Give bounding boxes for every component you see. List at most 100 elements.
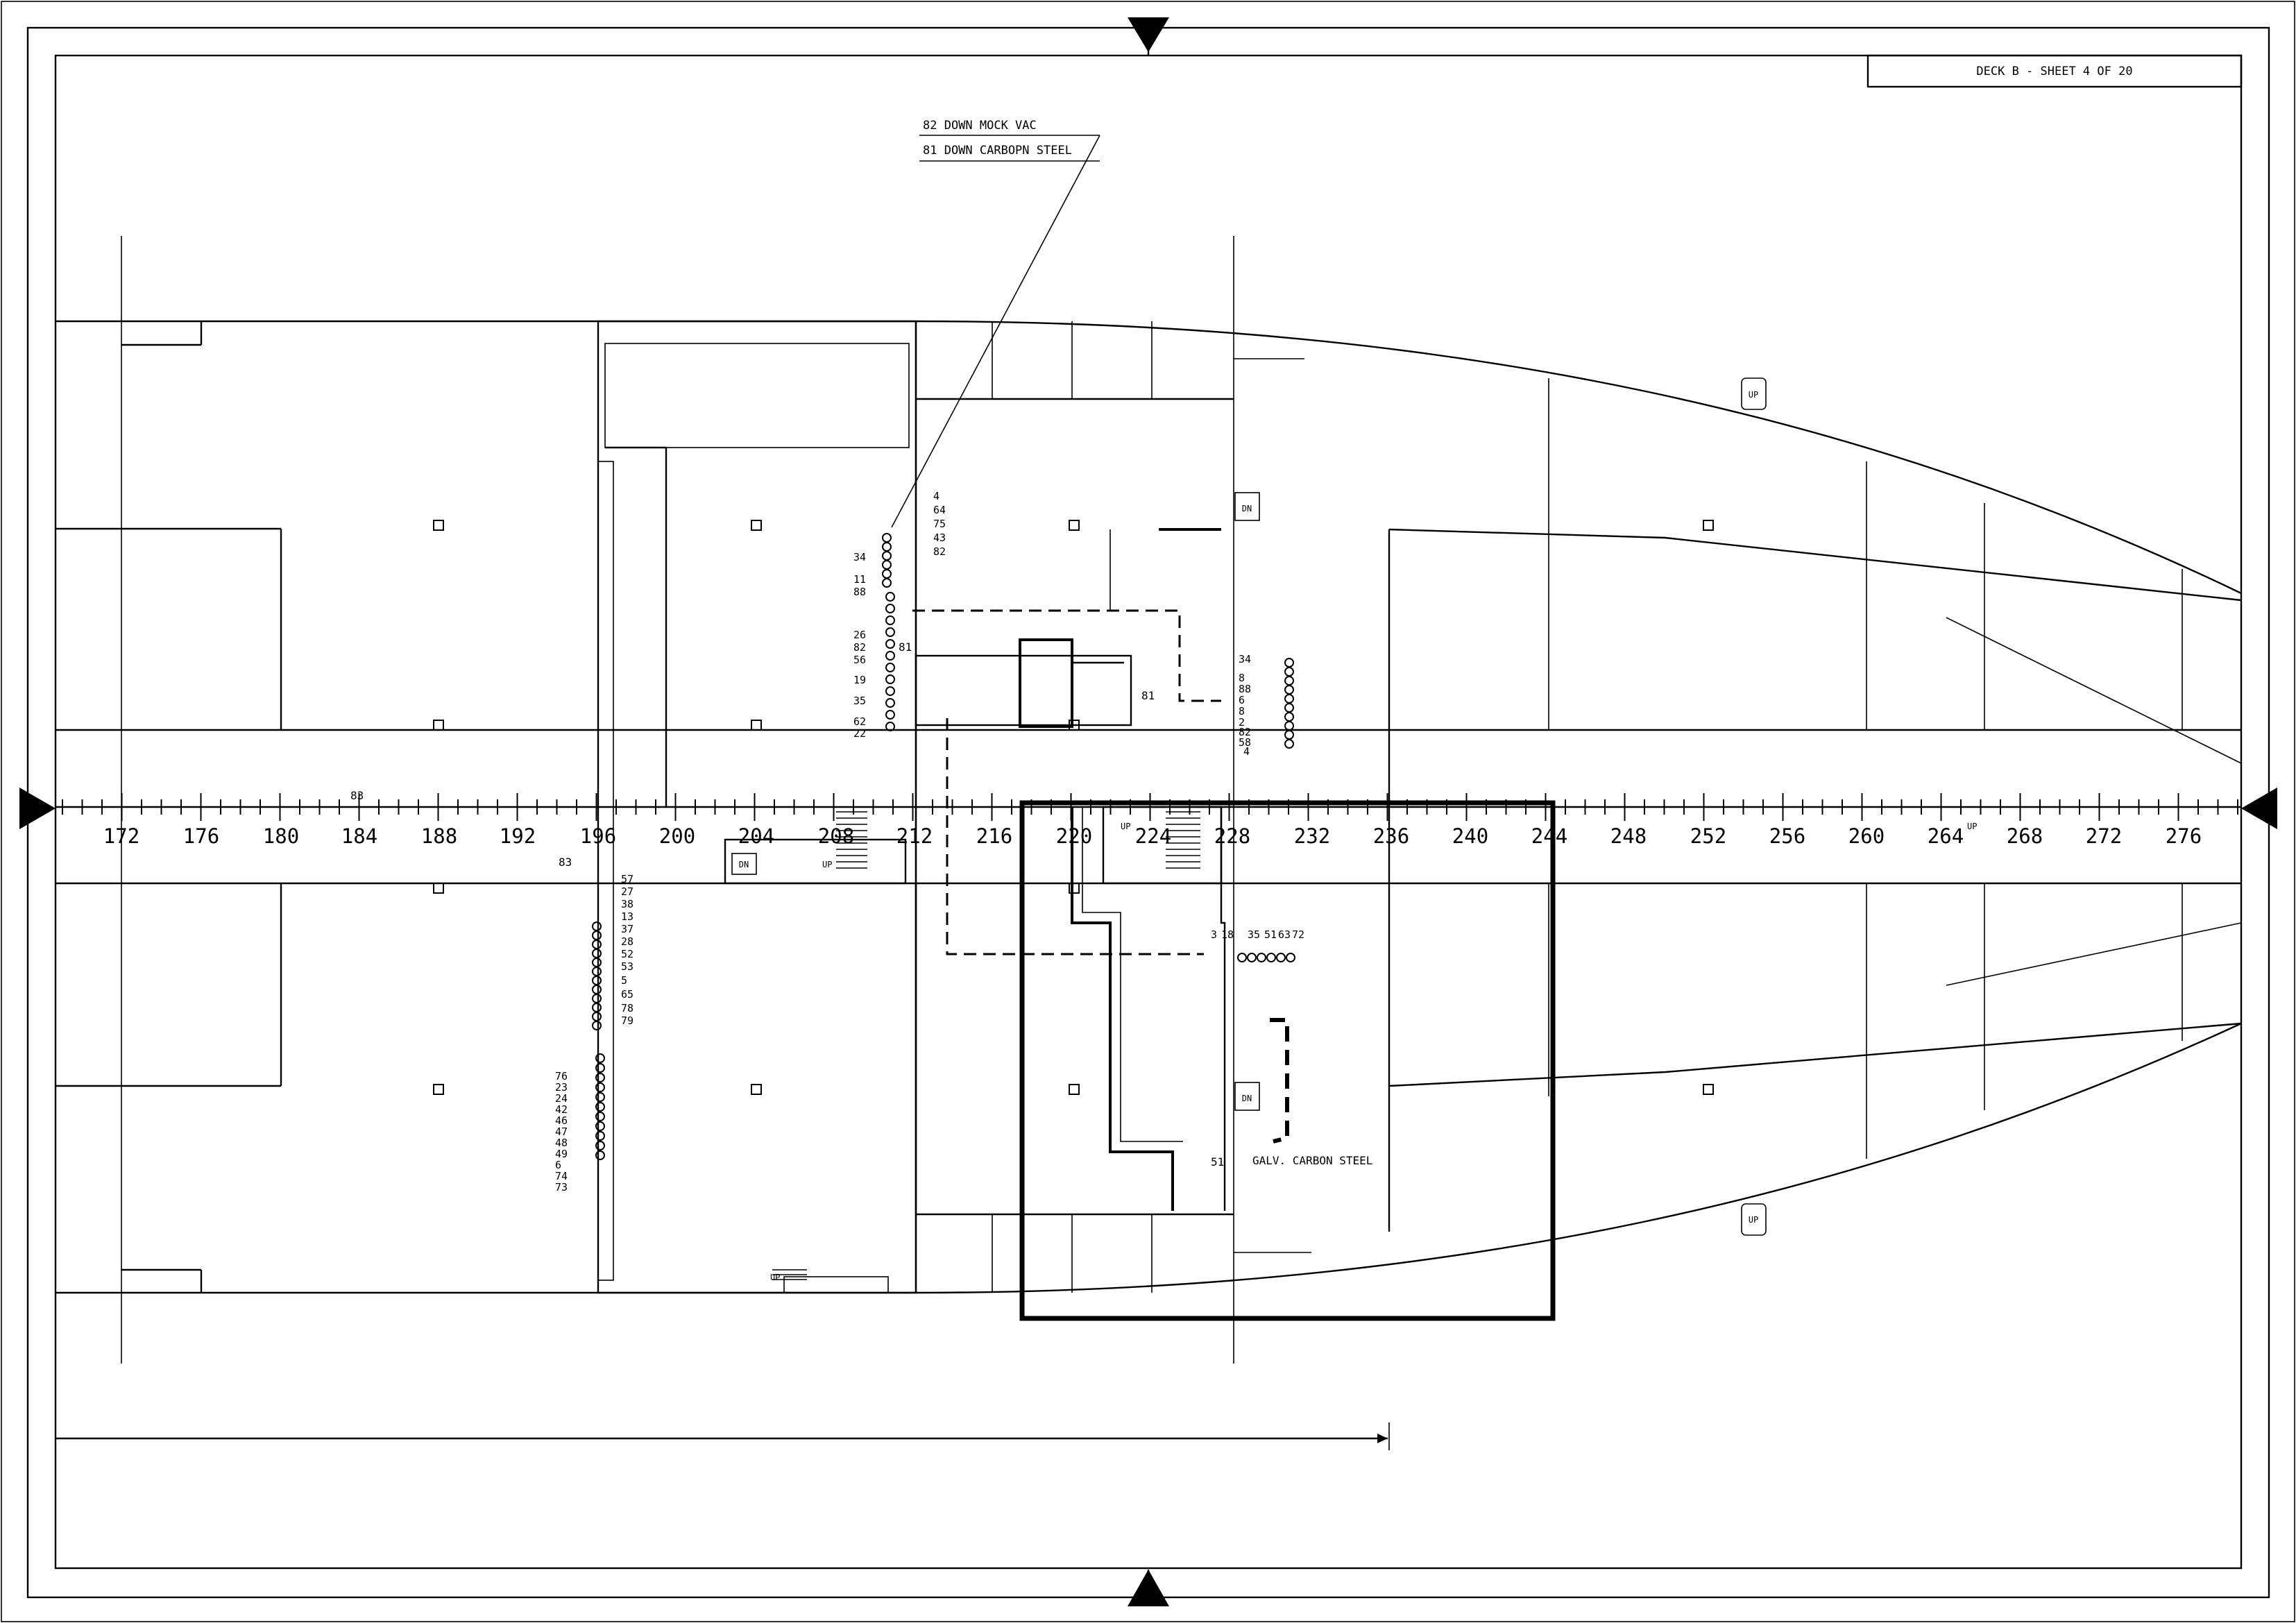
stair-dn-label: DN (1242, 1094, 1252, 1103)
tick-label: 236 (1373, 824, 1409, 848)
pipe-list-left-lower-b: 76 23 24 42 46 47 48 49 6 74 73 (555, 1070, 568, 1193)
pipe-number: 22 (853, 727, 866, 740)
column-marker (1069, 883, 1080, 894)
pipe-marker (1247, 953, 1257, 962)
pipe-number: 65 (621, 988, 633, 1001)
stair-up-label: UP (1121, 822, 1130, 831)
pipe-number: 8 (1239, 705, 1245, 717)
pipe-marker (1284, 667, 1294, 677)
pipe-number: 58 (1239, 736, 1251, 749)
pipe-marker (592, 994, 602, 1003)
pipe-number: 2 (1239, 716, 1245, 729)
pipe-number: 82 (1239, 726, 1251, 738)
pipe-number: 37 (621, 923, 633, 935)
pipe-marker (592, 940, 602, 949)
pipe-marker (592, 1021, 602, 1030)
frame-tick-labels: 172 176 180 184 188 192 196 200 204 208 … (103, 824, 2202, 848)
pipe-marker (592, 985, 602, 994)
tick-label: 272 (2086, 824, 2122, 848)
tick-label: 264 (1928, 824, 1964, 848)
pipe-marker (882, 542, 892, 552)
pipe-marker (1284, 730, 1294, 740)
pipe-marker (885, 674, 895, 684)
pipe-number: 46 (555, 1114, 568, 1127)
pipe-marker (1284, 658, 1294, 668)
tick-label: 180 (263, 824, 299, 848)
column-marker (751, 520, 762, 531)
pipe-number: 88 (1239, 683, 1251, 695)
pipe-marker (882, 551, 892, 561)
pipe-marker (592, 967, 602, 976)
pipe-marker (885, 615, 895, 625)
pipe-marker (1237, 953, 1247, 962)
stair-dn-label: DN (739, 860, 749, 869)
pipe-number: 13 (621, 910, 633, 923)
note-galv: GALV. CARBON STEEL (1252, 1154, 1372, 1167)
pipe-number: 23 (555, 1081, 568, 1094)
pipe-markers (592, 533, 1295, 1160)
pipe-number: 27 (621, 885, 633, 898)
tick-label: 256 (1769, 824, 1805, 848)
tick-label: 208 (818, 824, 854, 848)
pipe-number: 6 (555, 1159, 561, 1171)
pipe-number: 53 (621, 960, 633, 973)
pipe-marker (595, 1063, 605, 1073)
tick-label: 184 (341, 824, 377, 848)
pipe-marker (1266, 953, 1276, 962)
pipe-number: 57 (621, 873, 633, 885)
column-marker (751, 1084, 762, 1095)
pipe-marker (885, 627, 895, 637)
pipe-number: 56 (853, 654, 866, 666)
tag-81-b: 81 (1141, 689, 1155, 702)
pipe-list-right-upper: 34 8 88 6 8 2 82 58 4 (1239, 653, 1251, 758)
tick-label: 200 (659, 824, 695, 848)
pipe-number: 34 (1239, 653, 1251, 665)
pipe-marker (595, 1082, 605, 1092)
stair-up-label: UP (1967, 822, 1977, 831)
tick-label: 212 (896, 824, 933, 848)
pipe-number: 78 (621, 1002, 633, 1014)
callout-line-1: 82 DOWN MOCK VAC (923, 119, 1037, 133)
pipe-number: 82 (853, 641, 866, 654)
pipe-number: 63 (1278, 928, 1291, 941)
pipe-marker (1284, 685, 1294, 695)
pipe-number: 72 (1292, 928, 1304, 941)
pipe-marker (885, 722, 895, 731)
stair-dn-label: DN (1242, 504, 1252, 513)
stair-up-label: UP (1749, 390, 1758, 400)
pipe-marker (885, 686, 895, 696)
left-center-arrow-icon (19, 788, 56, 829)
pipe-number: 76 (555, 1070, 568, 1082)
pipe-marker (882, 578, 892, 588)
pipe-marker (1257, 953, 1266, 962)
pipe-number: 3 (1211, 928, 1217, 941)
column-marker (433, 520, 444, 531)
pipe-number: 18 (1221, 928, 1234, 941)
pipe-marker (1276, 953, 1286, 962)
pipe-marker (592, 976, 602, 985)
tag-83-bottom: 83 (559, 856, 572, 869)
tick-label: 232 (1294, 824, 1330, 848)
pipe-marker (595, 1102, 605, 1112)
pipe-number: 52 (621, 948, 633, 960)
pipe-marker (882, 533, 892, 543)
tick-label: 204 (738, 824, 774, 848)
column-marker (433, 1084, 444, 1095)
column-marker (751, 720, 762, 731)
pipe-number: 11 (853, 573, 866, 586)
pipe-list-top-right: 4 64 75 43 82 (933, 490, 946, 558)
tick-label: 216 (976, 824, 1012, 848)
pipe-marker (1286, 953, 1295, 962)
tag-83-top: 83 (350, 789, 364, 802)
highlight-box (1019, 800, 1556, 1321)
pipe-number: 6 (1239, 694, 1245, 706)
pipe-number: 24 (555, 1092, 568, 1105)
tick-label: 252 (1690, 824, 1726, 848)
inner-border (54, 54, 2243, 1570)
pipe-number: 38 (621, 898, 633, 910)
tick-label: 268 (2007, 824, 2043, 848)
pipe-number: 19 (853, 674, 866, 686)
pipe-marker (595, 1053, 605, 1063)
pipe-marker (882, 560, 892, 570)
